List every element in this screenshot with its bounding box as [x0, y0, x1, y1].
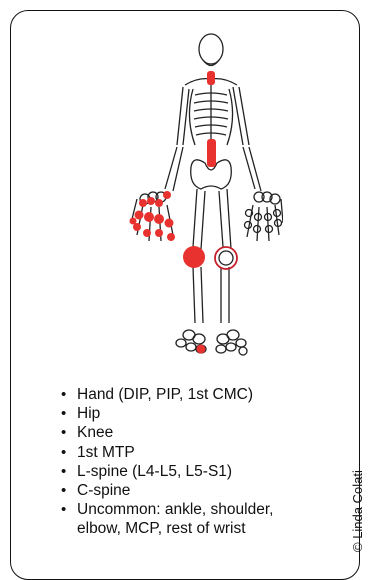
- left-femur: [193, 189, 205, 249]
- hand-joint-marker: [155, 199, 163, 207]
- hand-joint-marker: [130, 218, 137, 225]
- right-hand: [245, 192, 284, 241]
- list-item: 1st MTP: [61, 443, 273, 462]
- hand-joint-marker: [147, 197, 155, 205]
- wrist-marker: [163, 191, 171, 199]
- list-item: Knee: [61, 423, 273, 442]
- hand-joint-marker: [135, 211, 144, 220]
- hand-joint-marker: [143, 229, 151, 237]
- list-item: C-spine: [61, 481, 273, 500]
- hand-joint-marker: [165, 219, 174, 228]
- right-tibia: [221, 267, 229, 323]
- right-knee: [219, 251, 233, 265]
- list-item: Uncommon: ankle, shoulder, elbow, MCP, re…: [61, 500, 273, 538]
- hand-joint-marker: [154, 214, 164, 224]
- hand-joint-marker: [167, 233, 175, 241]
- right-upper-arm: [233, 87, 249, 145]
- list-item-line2: elbow, MCP, rest of wrist: [77, 520, 246, 537]
- list-item: Hip: [61, 404, 273, 423]
- knee-highlight-circle: [215, 247, 237, 269]
- left-upper-arm: [177, 87, 189, 145]
- hand-joint-marker: [155, 229, 163, 237]
- list-item-line1: Uncommon: ankle, shoulder,: [77, 501, 273, 518]
- skeleton-diagram: [93, 27, 283, 362]
- hip-marker: [183, 246, 205, 268]
- feet: [176, 330, 247, 355]
- left-tibia: [193, 267, 203, 323]
- left-forearm: [165, 147, 183, 191]
- right-forearm: [243, 147, 261, 191]
- right-femur: [219, 189, 231, 249]
- credit-text: © Linda Colati: [350, 470, 365, 552]
- c-spine-marker: [207, 71, 215, 85]
- list-item: L-spine (L4-L5, L5-S1): [61, 462, 273, 481]
- list-item: Hand (DIP, PIP, 1st CMC): [61, 385, 273, 404]
- card: Hand (DIP, PIP, 1st CMC) Hip Knee 1st MT…: [10, 10, 360, 580]
- l-spine-marker: [207, 139, 216, 167]
- hand-joint-marker: [139, 199, 147, 207]
- jaw: [203, 60, 219, 66]
- skull: [199, 34, 223, 64]
- mtp-marker: [197, 345, 206, 354]
- affected-joints-list: Hand (DIP, PIP, 1st CMC) Hip Knee 1st MT…: [61, 385, 273, 539]
- hand-joint-marker: [144, 212, 154, 222]
